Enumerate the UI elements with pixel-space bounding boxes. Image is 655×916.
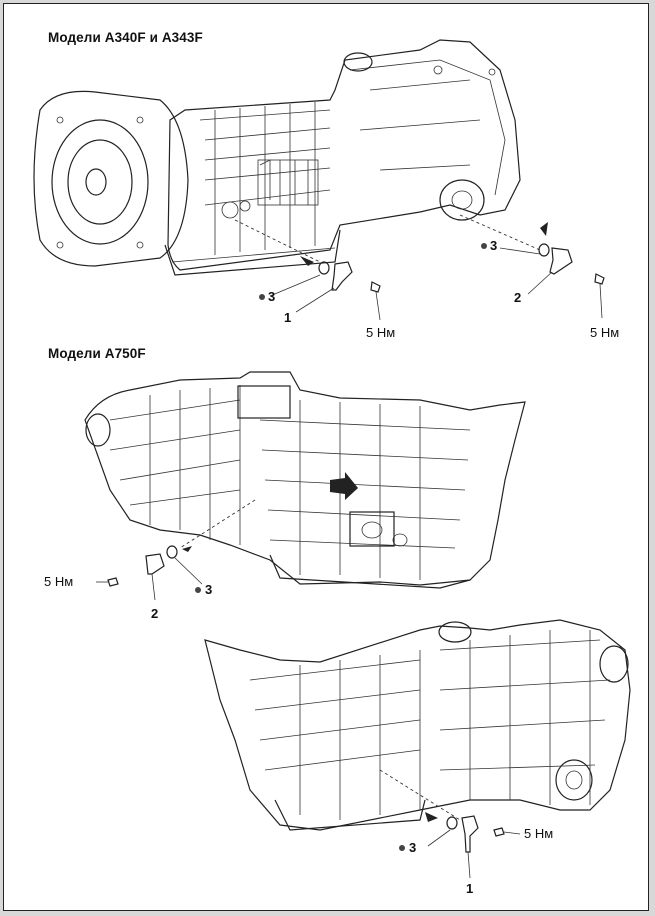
label-sensor-1-bottom: 1 xyxy=(466,881,473,896)
speed-sensor-1-bottom xyxy=(425,812,521,879)
transmission-a340f xyxy=(33,39,541,276)
label-sensor-1-top: 1 xyxy=(284,310,291,325)
o-ring-marker-top-2 xyxy=(481,243,487,249)
label-o-ring-top-1: 3 xyxy=(268,289,275,304)
label-torque-top-2: 5 Нм xyxy=(590,325,619,340)
o-ring-marker-bottom xyxy=(399,845,405,851)
transmission-a750f-view-1 xyxy=(84,371,526,589)
label-sensor-2-middle: 2 xyxy=(151,606,158,621)
o-ring-marker-middle xyxy=(195,587,201,593)
label-torque-top-1: 5 Нм xyxy=(366,325,395,340)
speed-sensor-2-middle xyxy=(96,545,203,601)
label-o-ring-top-2: 3 xyxy=(490,238,497,253)
label-torque-middle: 5 Нм xyxy=(44,574,73,589)
arrow-pointer-middle xyxy=(330,472,358,500)
section-title-a750f: Модели A750F xyxy=(48,346,146,361)
label-o-ring-middle: 3 xyxy=(205,582,212,597)
section-title-a340f-a343f: Модели A340F и A343F xyxy=(48,30,203,45)
o-ring-marker-top-1 xyxy=(259,294,265,300)
speed-sensor-1-top xyxy=(269,256,381,321)
transmission-a750f-view-2 xyxy=(204,619,631,831)
label-o-ring-bottom: 3 xyxy=(409,840,416,855)
diagram-frame: Модели A340F и A343F Модели A750F xyxy=(3,3,649,911)
speed-sensor-2-top xyxy=(499,222,605,319)
label-torque-bottom: 5 Нм xyxy=(524,826,553,841)
label-sensor-2-top: 2 xyxy=(514,290,521,305)
